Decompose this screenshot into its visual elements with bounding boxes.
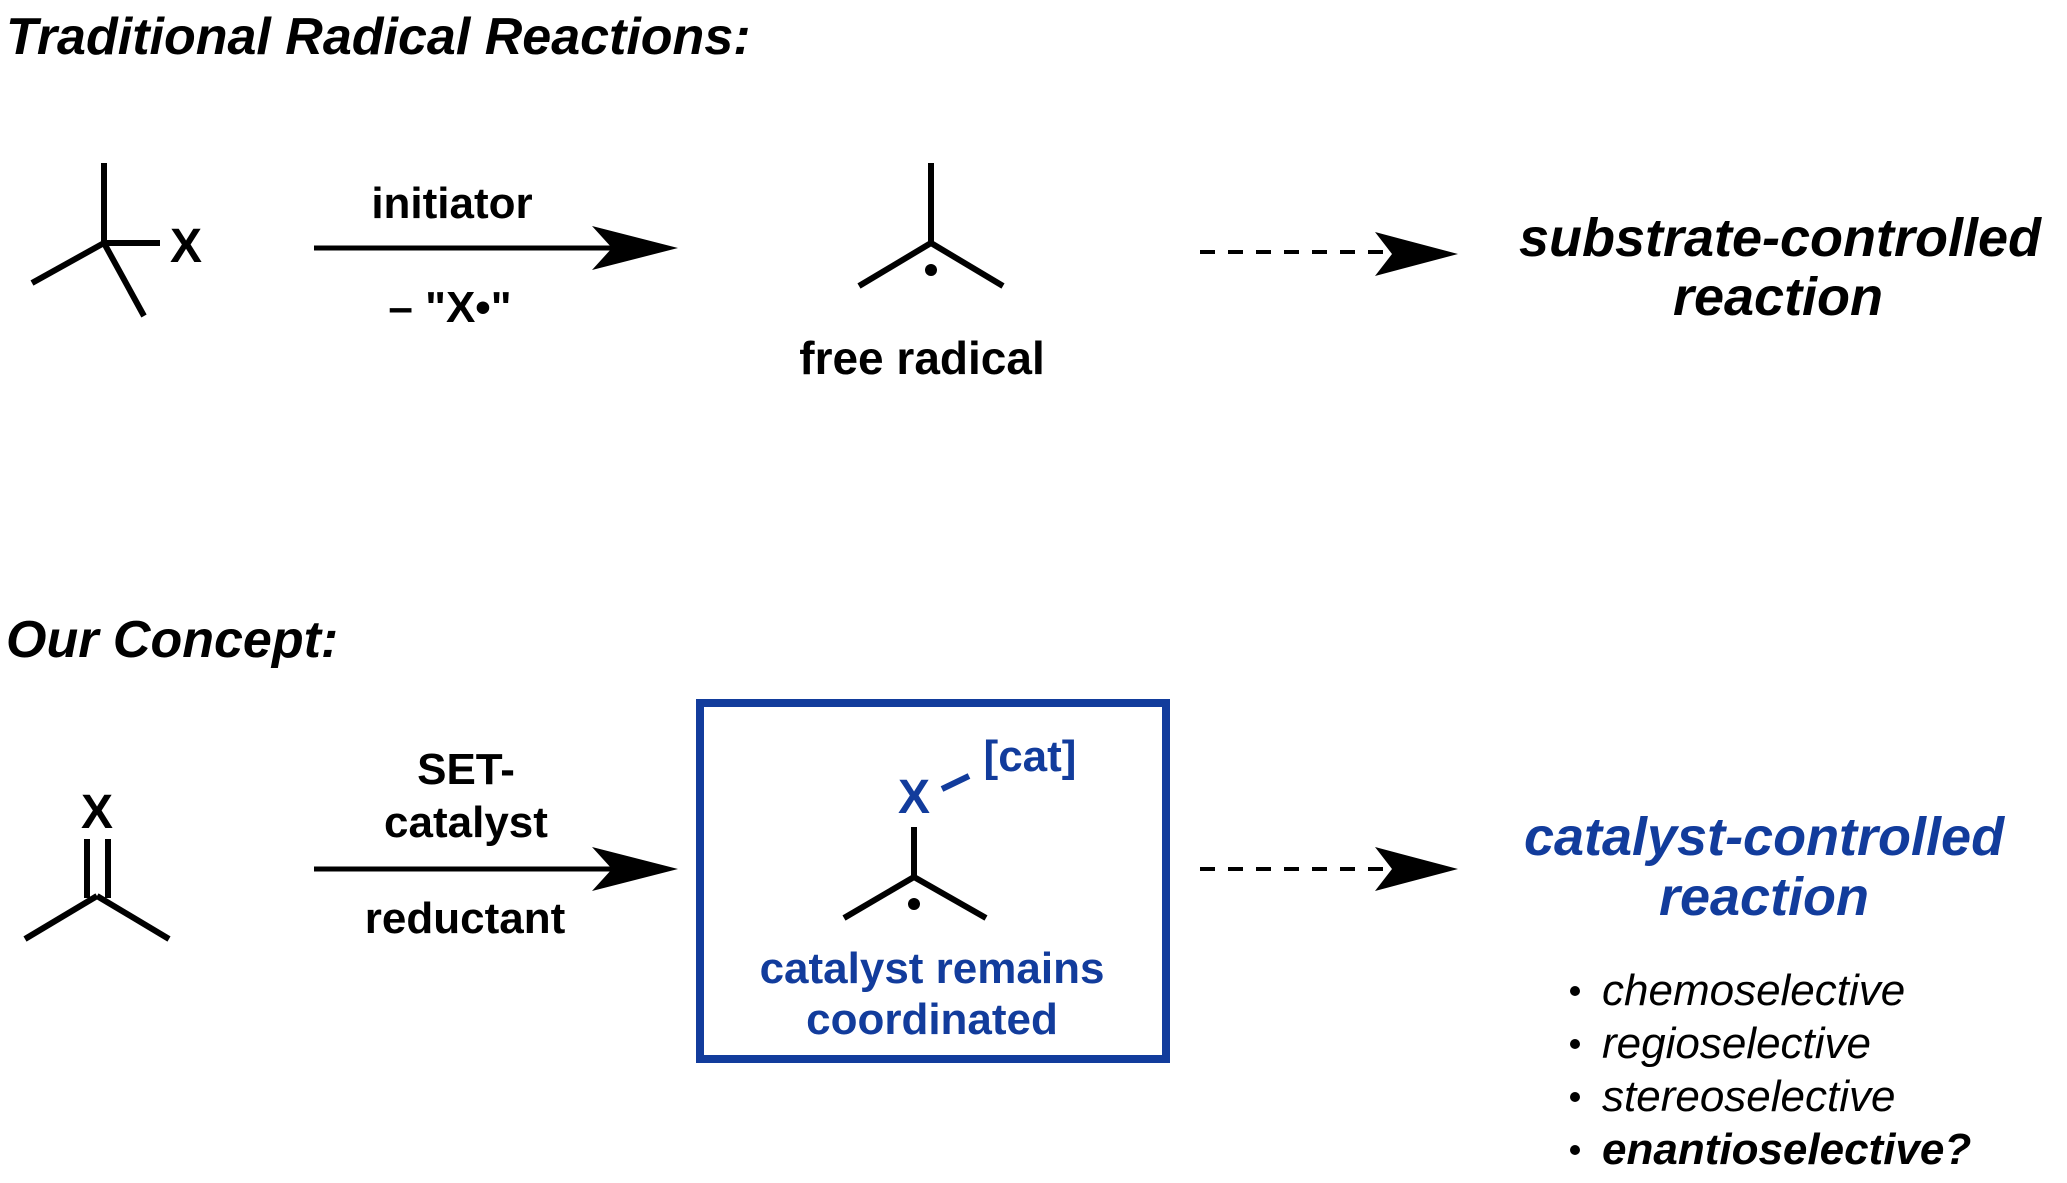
ketone-structure — [23, 839, 171, 942]
box-atom: X — [898, 771, 930, 824]
selectivity-item: stereoselective — [1602, 1072, 1895, 1121]
box-label-line1: catalyst remains — [760, 944, 1105, 993]
radical-dot — [908, 898, 920, 910]
catalyst-bond — [940, 773, 971, 792]
traditional-outcome-line2: reaction — [1673, 267, 1883, 327]
concept-outcome-line2: reaction — [1659, 867, 1869, 927]
free-radical-structure — [857, 163, 1005, 289]
traditional-reaction-arrow — [314, 226, 678, 270]
concept-outcome-line1: catalyst-controlled — [1524, 807, 2005, 867]
concept-arrow-label-below: reductant — [365, 894, 566, 943]
box-catalyst-label: [cat] — [984, 732, 1077, 781]
concept-reaction-arrow — [314, 847, 678, 891]
box-label-line2: coordinated — [806, 995, 1058, 1044]
traditional-arrow-label-below: – "X•" — [388, 283, 511, 332]
concept-arrow-label-above-2: catalyst — [384, 798, 548, 847]
bullet-dot — [1570, 1039, 1580, 1049]
concept-dashed-arrow — [1200, 847, 1458, 891]
bullet-dot — [1570, 986, 1580, 996]
radical-dot — [925, 264, 937, 276]
bullet-dot — [1570, 1092, 1580, 1102]
coordinated-radical-structure — [842, 827, 988, 921]
traditional-substrate-atom: X — [170, 220, 202, 273]
bullet-dot — [1570, 1145, 1580, 1155]
traditional-outcome-line1: substrate-controlled — [1519, 208, 2042, 268]
concept-substrate-atom: X — [81, 786, 113, 839]
coordinated-intermediate-box — [696, 699, 1170, 1063]
selectivity-list: chemoselective regioselective stereosele… — [1570, 966, 1971, 1174]
traditional-heading: Traditional Radical Reactions: — [6, 8, 751, 66]
concept-heading: Our Concept: — [6, 611, 338, 669]
traditional-dashed-arrow — [1200, 232, 1458, 276]
selectivity-item: chemoselective — [1602, 966, 1905, 1015]
concept-arrow-label-above-1: SET- — [417, 745, 515, 794]
traditional-arrow-label-above: initiator — [371, 179, 532, 228]
selectivity-item: regioselective — [1602, 1019, 1871, 1068]
selectivity-item-emphasis: enantioselective? — [1602, 1125, 1971, 1174]
tertiary-substrate-structure — [30, 163, 160, 318]
free-radical-label: free radical — [799, 332, 1044, 384]
